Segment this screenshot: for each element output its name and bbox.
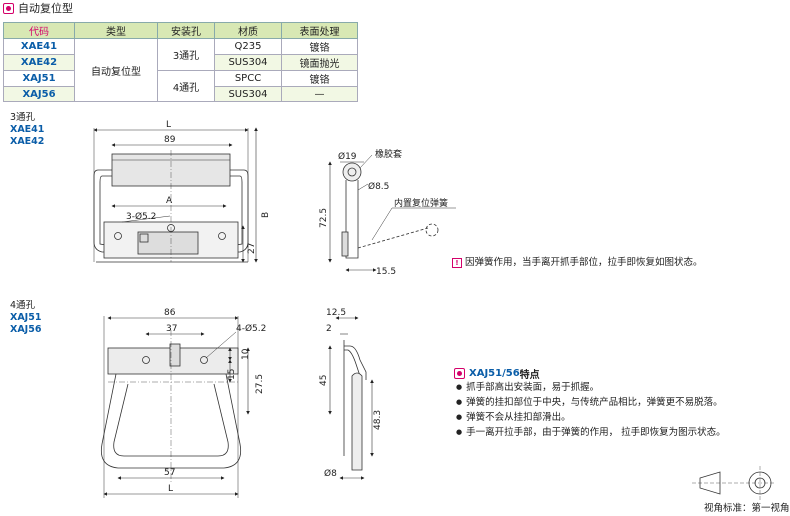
section-title: 自动复位型 [18, 2, 73, 15]
top-holes-label: 3通孔 [10, 112, 36, 123]
row-material: SUS304 [214, 86, 282, 102]
row-code: XAJ56 [3, 86, 75, 102]
bottom-code-2: XAJ56 [10, 324, 42, 335]
table-row: XAJ51 4通孔 SPCC 镀铬 [3, 70, 358, 102]
dim-L: L [166, 120, 171, 130]
bottom-side-view [328, 316, 374, 480]
features-list: 抓手部高出安装面，易于抓握。 弹簧的挂扣部位于中央，与传统产品相比，弹簧更不易脱… [456, 380, 726, 440]
reset-note: !因弹簧作用，当手离开抓手部位，拉手即恢复如图状态。 [452, 256, 703, 269]
dim-A: A [166, 196, 173, 206]
dim-275: 27.5 [255, 374, 265, 394]
view-standard-label: 视角标准：第一视角 [704, 503, 790, 514]
list-item: 弹簧不会从挂扣部滑出。 [456, 410, 726, 425]
dim-d8: Ø8 [324, 468, 337, 479]
top-code-2: XAE42 [10, 136, 45, 147]
spec-header-row: 代码 类型 安装孔 材质 表面处理 [3, 22, 358, 39]
dim-L2: L [168, 484, 173, 494]
warning-icon: ! [452, 258, 462, 268]
dim-spring: 内置复位弹簧 [394, 197, 448, 209]
dim-rubber: 橡胶套 [375, 148, 402, 160]
col-material: 材质 [214, 22, 282, 39]
list-item: 抓手部高出安装面，易于抓握。 [456, 380, 726, 395]
col-code: 代码 [3, 22, 75, 39]
row-finish: — [281, 86, 358, 102]
section-bullet-icon [3, 2, 14, 14]
dim-10: 10 [241, 348, 251, 360]
dim-57: 57 [164, 468, 175, 478]
features-suffix: 特点 [519, 370, 540, 381]
dim-4-holes: 4-Ø5.2 [236, 323, 266, 334]
col-type: 类型 [74, 22, 158, 39]
dim-d85: Ø8.5 [368, 181, 389, 192]
col-finish: 表面处理 [281, 22, 358, 39]
dim-725: 72.5 [319, 208, 329, 228]
bottom-front-view [100, 316, 250, 498]
row-material: SUS304 [214, 54, 282, 71]
dim-2: 2 [326, 324, 332, 334]
col-holes: 安装孔 [157, 22, 215, 39]
table-row: XAJ56 SUS304 — [3, 86, 358, 102]
top-side-view [328, 154, 456, 272]
row-type: 自动复位型 [74, 38, 158, 102]
dim-d19: Ø19 [338, 151, 357, 162]
features-code: XAJ51/56 [469, 368, 520, 379]
row-holes: 4通孔 [157, 70, 215, 102]
table-row: XAE41 自动复位型 3通孔 Q235 镀铬 [3, 38, 358, 102]
dim-125: 12.5 [326, 308, 346, 318]
dim-37: 37 [166, 324, 177, 334]
dim-27: 27 [247, 243, 257, 254]
dim-B: B [261, 212, 271, 218]
row-holes: 3通孔 [157, 38, 215, 71]
dim-45: 45 [319, 375, 329, 386]
first-angle-projection-icon [692, 466, 776, 500]
section-header: 自动复位型 [3, 1, 73, 15]
reset-note-text: 因弹簧作用，当手离开抓手部位，拉手即恢复如图状态。 [465, 257, 703, 268]
top-code-1: XAE41 [10, 124, 45, 135]
dim-15: 15 [227, 369, 237, 380]
dim-89: 89 [164, 135, 176, 145]
features-bullet-icon [454, 368, 465, 379]
list-item: 弹簧的挂扣部位于中央，与传统产品相比，弹簧更不易脱落。 [456, 395, 726, 410]
row-code: XAE42 [3, 54, 75, 71]
bottom-code-1: XAJ51 [10, 312, 42, 323]
list-item: 手一离开拉手部，由于弹簧的作用， 拉手即恢复为图示状态。 [456, 425, 726, 440]
top-front-view [93, 127, 258, 263]
spec-table: 代码 类型 安装孔 材质 表面处理 XAE41 自动复位型 3通孔 Q235 镀… [3, 22, 358, 102]
bottom-holes-label: 4通孔 [10, 300, 36, 311]
dim-3-holes: 3-Ø5.2 [126, 211, 156, 222]
dim-483: 48.3 [373, 410, 383, 430]
dim-86: 86 [164, 308, 176, 318]
dim-155: 15.5 [376, 267, 396, 277]
